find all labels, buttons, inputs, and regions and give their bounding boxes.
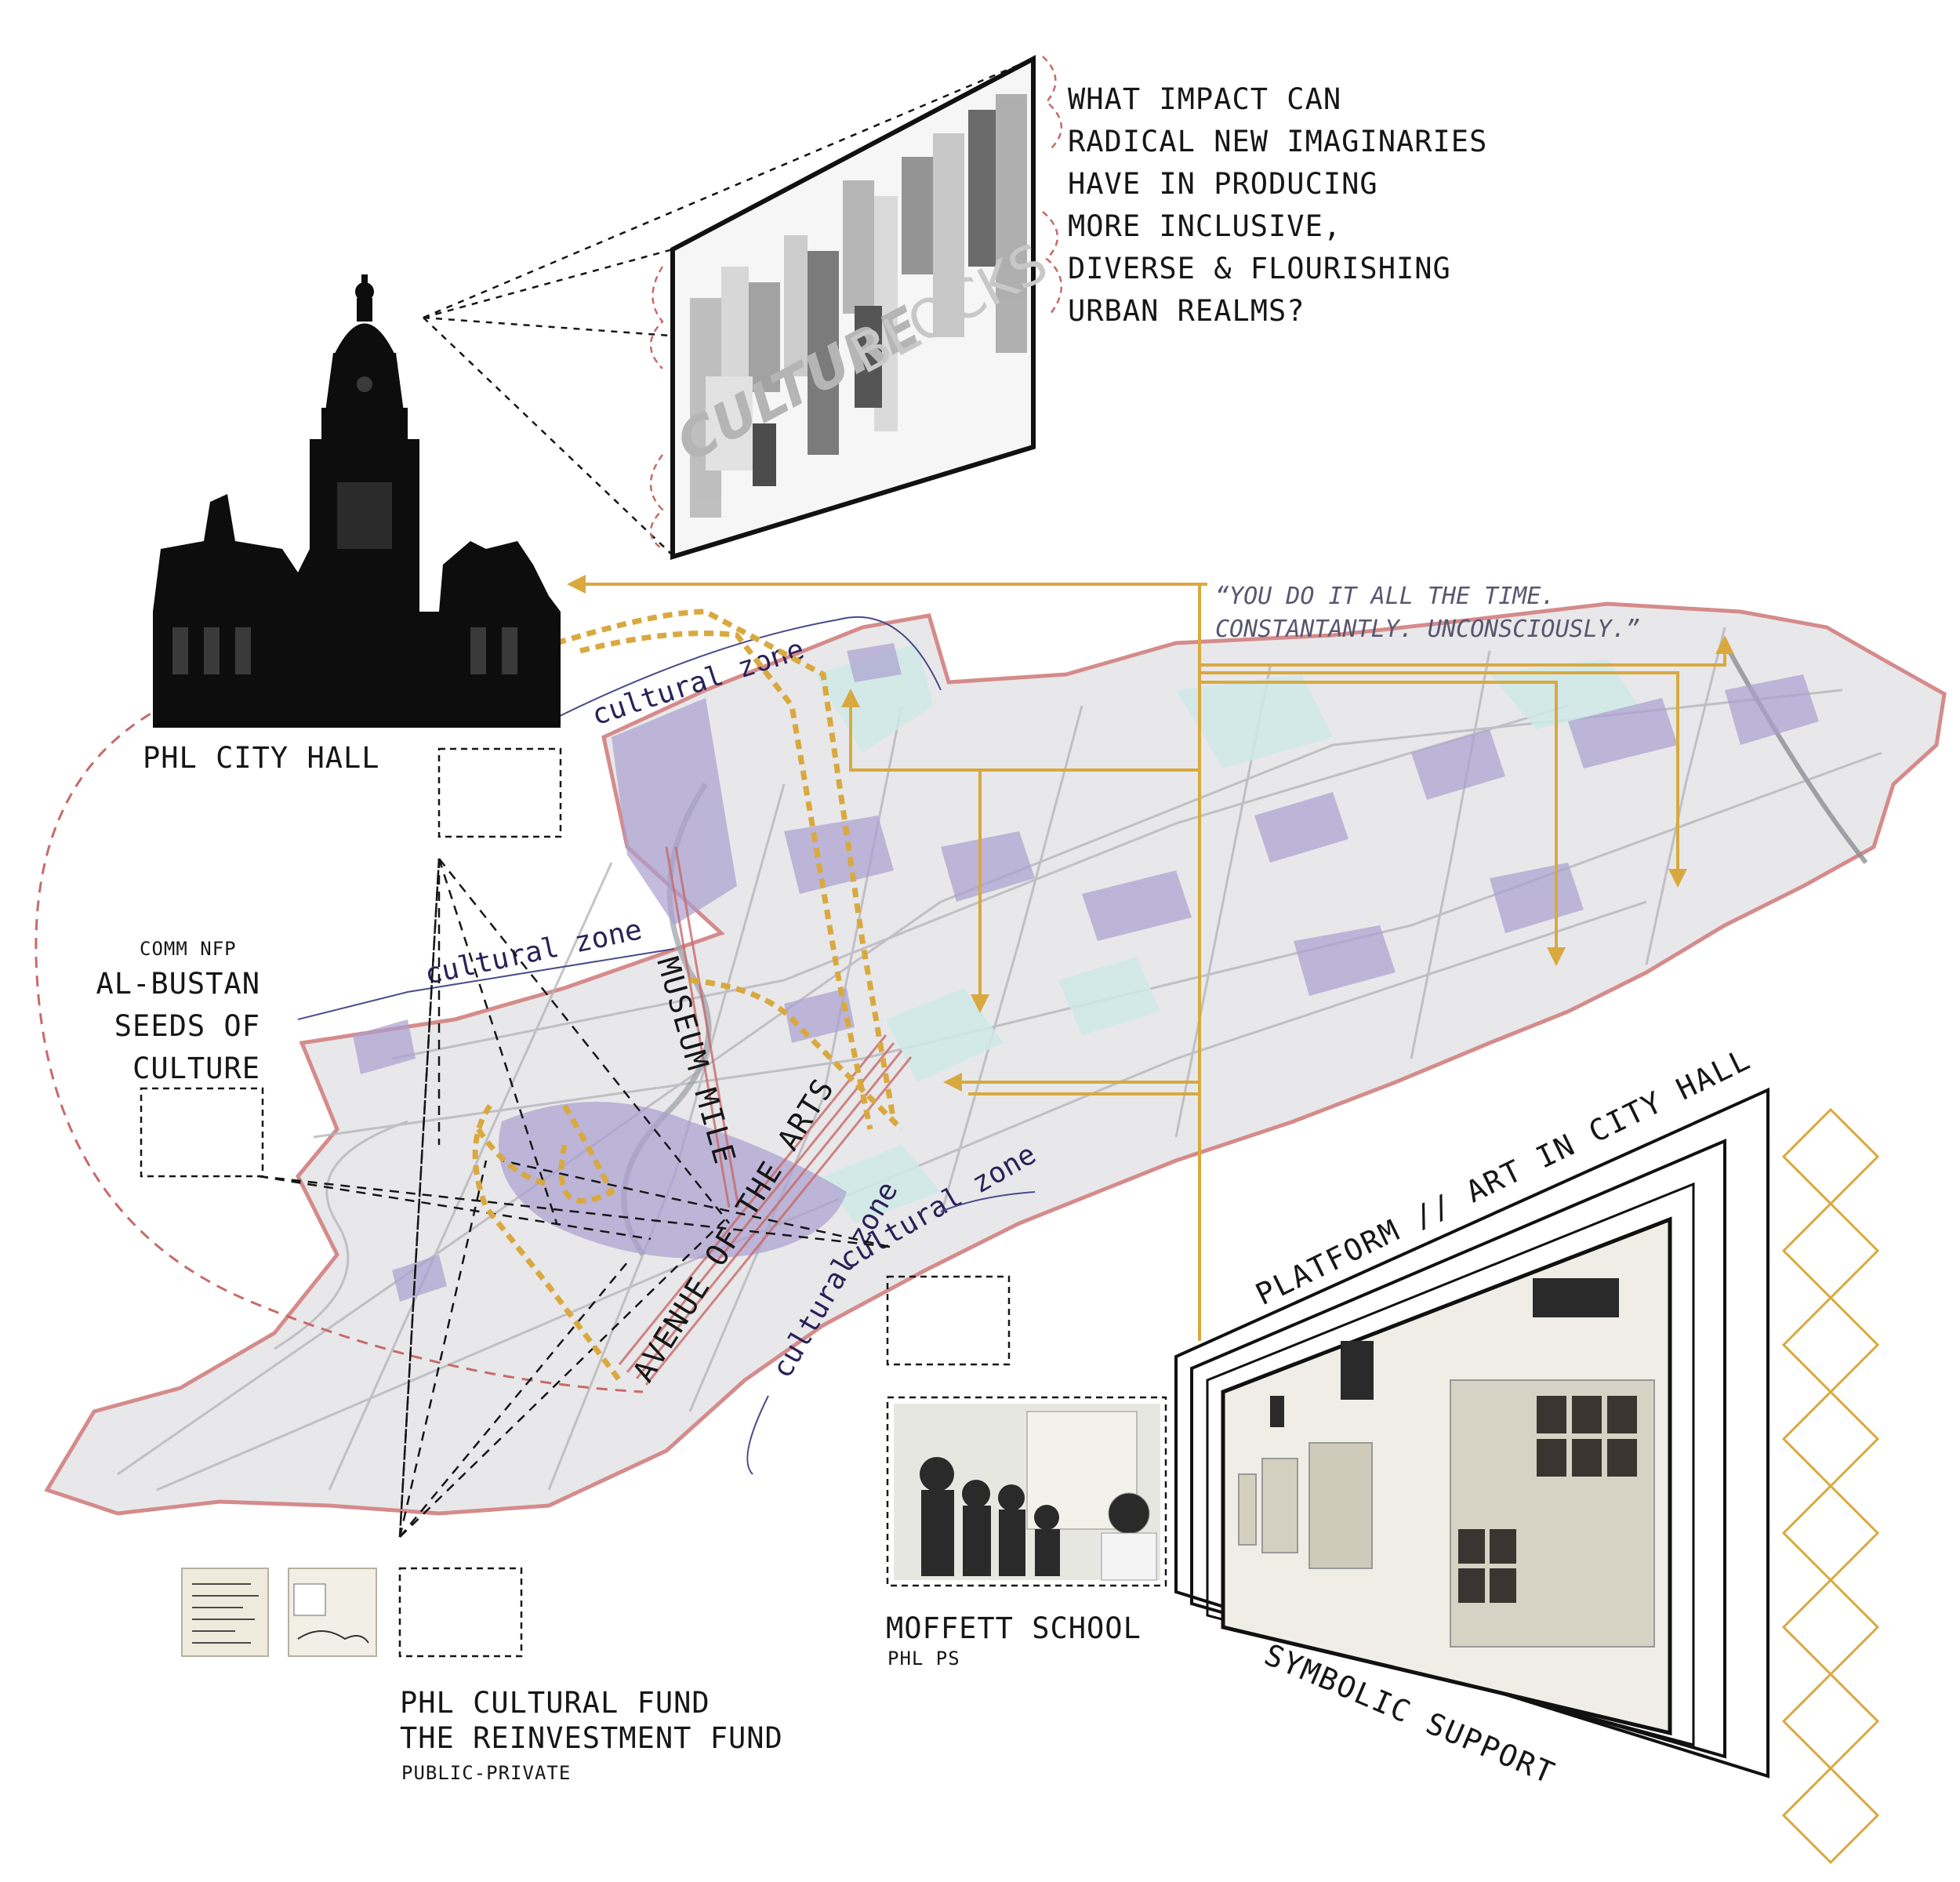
al-bustan-line: SEEDS OF bbox=[114, 1009, 260, 1043]
platform-frame bbox=[1174, 1087, 1769, 1778]
logo-blocks bbox=[690, 94, 1027, 518]
diamond-chain-icon bbox=[1781, 1107, 1880, 1865]
al-bustan-name: AL-BUSTAN SEEDS OF CULTURE bbox=[86, 963, 260, 1090]
moffett-school-type: PHL PS bbox=[887, 1648, 960, 1669]
photo-placeholder bbox=[140, 747, 1167, 1658]
question-line: RADICAL NEW IMAGINARIES bbox=[1068, 125, 1488, 158]
quote-line-2: CONSTANTANTLY. UNCONSCIOUSLY.” bbox=[1215, 616, 1640, 643]
cultural-fund-name-1: PHL CULTURAL FUND bbox=[400, 1686, 710, 1720]
cultural-fund-type: PUBLIC-PRIVATE bbox=[401, 1762, 572, 1784]
question-line: URBAN REALMS? bbox=[1068, 294, 1305, 328]
question-line: HAVE IN PRODUCING bbox=[1068, 167, 1378, 201]
al-bustan-type: COMM NFP bbox=[140, 938, 237, 960]
quote-line-1: “YOU DO IT ALL THE TIME. bbox=[1215, 583, 1555, 610]
al-bustan-line: CULTURE bbox=[132, 1052, 260, 1085]
moffett-school-label: MOFFETT SCHOOL bbox=[886, 1611, 1142, 1645]
cultureblocks-logo-panel: CULTURE BLOCKS bbox=[667, 55, 1058, 561]
quote-block: “YOU DO IT ALL THE TIME. CONSTANTANTLY. … bbox=[1215, 580, 1640, 646]
stakeholder-connector-lines bbox=[258, 858, 891, 1538]
research-question: WHAT IMPACT CAN RADICAL NEW IMAGINARIES … bbox=[1068, 78, 1487, 332]
gold-solid-arrows bbox=[567, 575, 1734, 1341]
cultural-zone-bracket-1 bbox=[548, 616, 942, 722]
sticky-note-thumbnails bbox=[181, 1568, 377, 1657]
cultural-zone-bracket-4 bbox=[746, 1395, 769, 1475]
question-line: DIVERSE & FLOURISHING bbox=[1068, 252, 1451, 285]
city-hall-tower-icon bbox=[153, 274, 561, 728]
teal-zones bbox=[815, 643, 1639, 1223]
red-dashed-loop bbox=[34, 666, 644, 1393]
exhibition-panels bbox=[1238, 1278, 1655, 1648]
cultural-fund-name-2: THE REINVESTMENT FUND bbox=[400, 1721, 783, 1755]
logo-red-brackets bbox=[649, 56, 1063, 550]
moffett-school-photo bbox=[894, 1404, 1160, 1581]
cultural-zone-bracket-2 bbox=[297, 948, 675, 1020]
city-hall-label: PHL CITY HALL bbox=[143, 741, 380, 775]
al-bustan-line: AL-BUSTAN bbox=[96, 967, 260, 1001]
gold-dashed-paths bbox=[472, 609, 904, 1382]
question-line: WHAT IMPACT CAN bbox=[1068, 82, 1342, 116]
question-line: MORE INCLUSIVE, bbox=[1068, 209, 1342, 243]
purple-cultural-zones bbox=[353, 643, 1819, 1302]
logo-projection-lines bbox=[423, 57, 1034, 558]
cultural-zone-bracket-3 bbox=[940, 1191, 1036, 1212]
